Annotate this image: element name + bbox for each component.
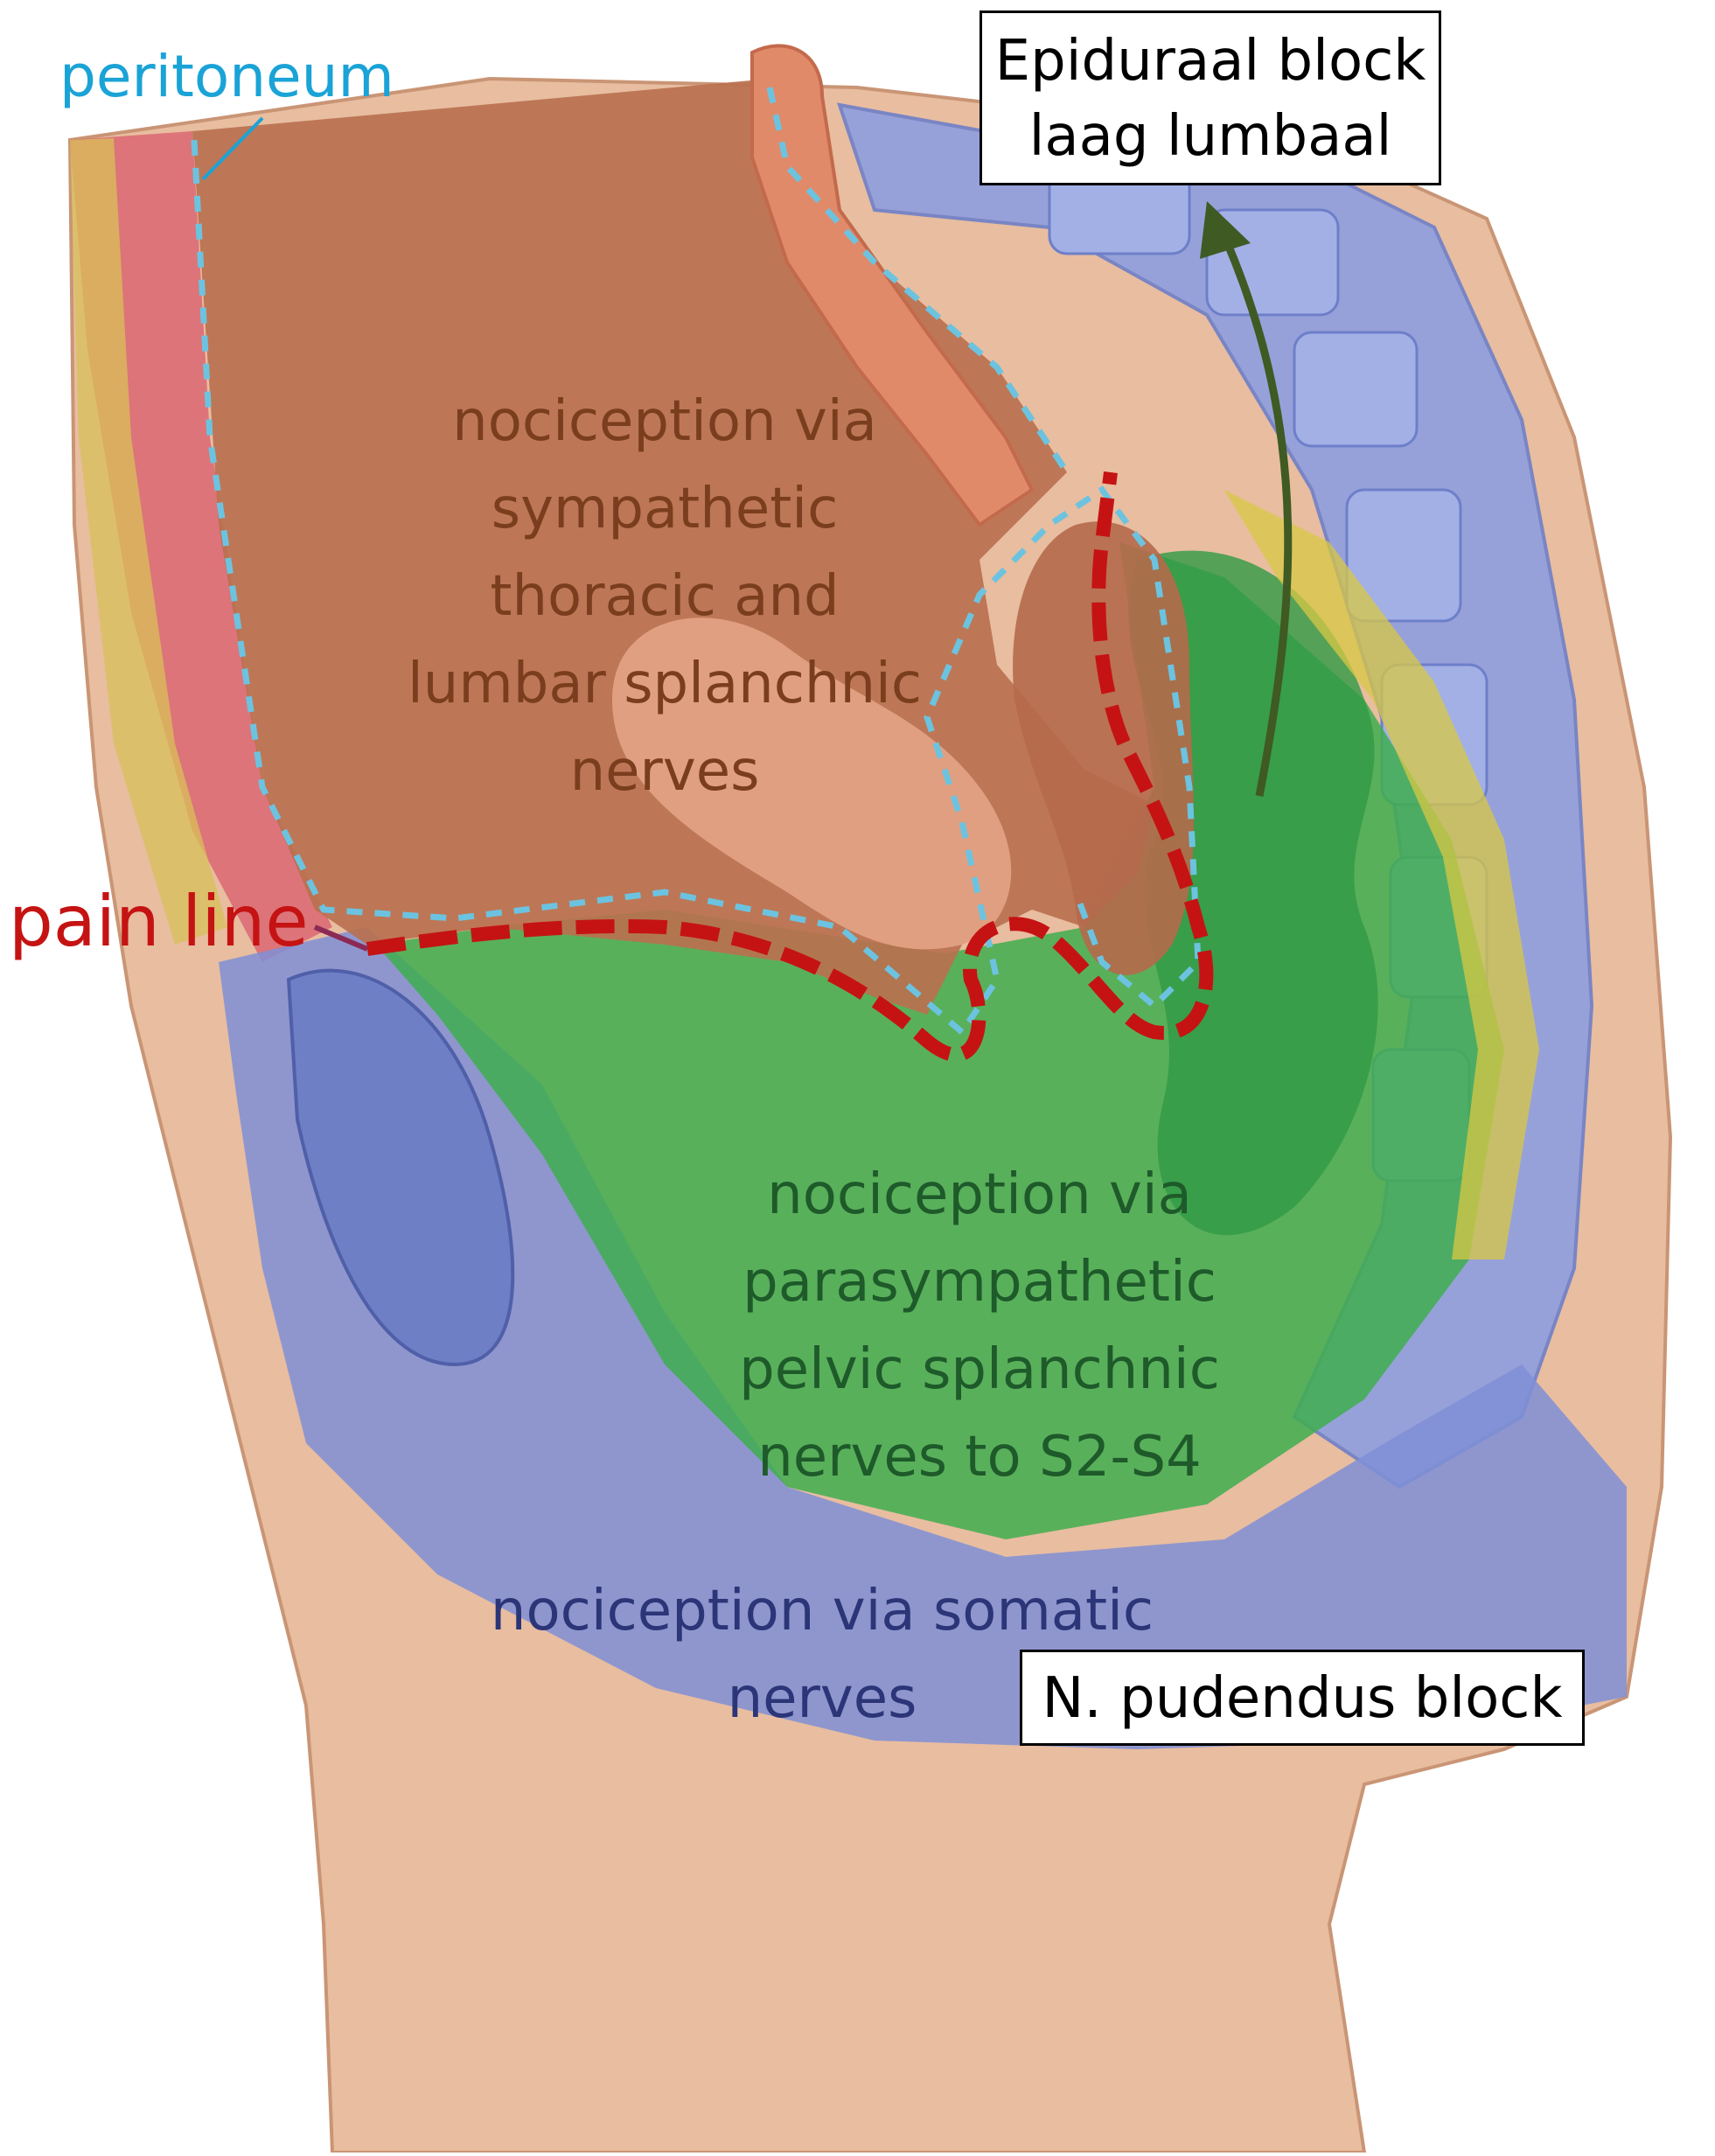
pudendus-text: N. pudendus block <box>1042 1666 1563 1731</box>
parasympathetic-nociception-label: nociception via parasympathetic pelvic s… <box>717 1151 1242 1501</box>
epidural-line: Epiduraal block <box>982 24 1439 99</box>
sympathetic-line: sympathetic <box>385 465 945 553</box>
somatic-line: nociception via somatic <box>455 1567 1189 1655</box>
sympathetic-line: thoracic and <box>385 553 945 640</box>
pain-line-text: pain line <box>9 880 309 964</box>
epidural-line: laag lumbaal <box>982 99 1439 174</box>
peritoneum-text: peritoneum <box>59 42 394 111</box>
sympathetic-nociception-label: nociception via sympathetic thoracic and… <box>385 378 945 815</box>
sympathetic-line: nociception via <box>385 378 945 465</box>
parasympathetic-line: pelvic splanchnic <box>717 1326 1242 1413</box>
sympathetic-line: nerves <box>385 728 945 815</box>
epidural-block-box: Epiduraal block laag lumbaal <box>980 10 1441 185</box>
parasympathetic-line: nerves to S2-S4 <box>717 1413 1242 1501</box>
pudendus-block-box: N. pudendus block <box>1020 1650 1585 1746</box>
parasympathetic-line: parasympathetic <box>717 1238 1242 1326</box>
sympathetic-line: lumbar splanchnic <box>385 640 945 728</box>
peritoneum-label: peritoneum <box>59 42 394 111</box>
parasympathetic-line: nociception via <box>717 1151 1242 1238</box>
pain-line-label: pain line <box>9 880 309 964</box>
